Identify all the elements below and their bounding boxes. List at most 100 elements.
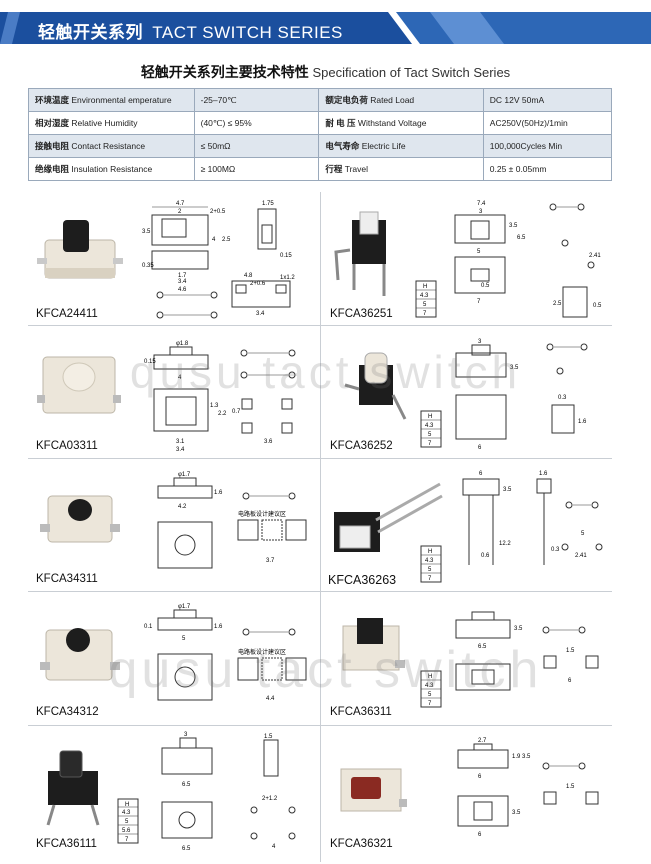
dim-label: 3.5	[522, 754, 531, 760]
product-photo	[342, 618, 405, 671]
spec-value: -25–70℃	[193, 88, 320, 112]
dim-label: 0.5	[593, 303, 602, 309]
h-table-cell: H	[428, 674, 432, 680]
drawing-kfca24411: 4.7 2 2+0.5 3.5 4 2.5 1.75 0.15 1.7 3.4 …	[142, 201, 295, 319]
drawing-kfca36111: 3 6.5 6.5 1.5 2+1.2 4	[161, 732, 296, 852]
h-table: H 4.3 5 5.6 7	[117, 798, 139, 844]
spec-value: 0.25 ± 0.05mm	[482, 157, 613, 181]
h-table-cell: H	[423, 284, 427, 290]
dim-label: 4	[212, 237, 216, 243]
spec-label: 耐 电 压 Withstand Voltage	[318, 111, 484, 135]
spec-label: 绝缘电阻 Insulation Resistance	[28, 157, 195, 181]
spec-value: (40℃) ≤ 95%	[193, 111, 320, 135]
product-model: KFCA03311	[36, 440, 98, 452]
h-table-cell: 5	[428, 692, 432, 698]
dim-label: 5	[581, 531, 585, 537]
product-photo	[40, 495, 120, 543]
dim-label: 4	[272, 844, 276, 850]
dim-label: 2.41	[575, 553, 587, 559]
product-model: KFCA36263	[328, 573, 397, 587]
h-table-cell: 5.6	[122, 828, 131, 834]
dim-label: 3.5	[142, 229, 151, 235]
dim-label: 4.4	[266, 696, 275, 702]
dim-label: 3.5	[512, 810, 521, 816]
dim-label: 3.4	[178, 279, 187, 285]
h-table-cell: 7	[428, 576, 432, 582]
h-table: H 4.3 5 7	[420, 545, 442, 583]
product-photo	[37, 356, 121, 414]
spec-table: 环境温度 Environmental emperature -25–70℃ 额定…	[28, 88, 613, 181]
dim-label: 电路板设计建议区	[238, 510, 286, 518]
dim-label: 3.7	[266, 558, 275, 564]
subtitle-en: Specification of Tact Switch Series	[312, 65, 511, 80]
product-model: KFCA36251	[330, 308, 393, 320]
h-table-cell: 4.3	[122, 810, 131, 816]
dim-label: 3.5	[503, 487, 512, 493]
drawing-kfca36321: 2.7 1.9 3.5 6 6 3.5 1.5	[457, 738, 599, 838]
h-table-cell: H	[428, 414, 432, 420]
grid-separator	[320, 192, 321, 862]
dim-label: 1.6	[539, 471, 548, 477]
dim-label: 0.15	[280, 253, 292, 259]
h-table-cell: 5	[125, 819, 129, 825]
dim-label: 4	[178, 375, 182, 381]
dim-label: 3.6	[264, 439, 273, 445]
subtitle-cn: 轻触开关系列主要技术特性	[140, 64, 309, 80]
drawing-kfca34312: φ1.7 0.1 1.6 5 电路板设计建议区 4.4	[144, 604, 307, 702]
dim-label: 0.3	[558, 395, 567, 401]
product-model: KFCA36252	[330, 440, 393, 452]
drawing-kfca36311: 3.5 6.5 1.5 6	[455, 611, 599, 691]
product-photo	[46, 750, 100, 826]
dim-label: 0.1	[144, 624, 153, 630]
drawing-kfca34311: φ1.7 1.6 4.2 电路板设计建议区 3.7	[157, 472, 307, 569]
dim-label: 0.6	[481, 553, 490, 559]
dim-label: 6	[568, 678, 572, 684]
dim-label: 1.7	[178, 273, 187, 279]
drawing-kfca36263: 6 3.5 0.6 12.2 1.6 5 2.41 0.3	[462, 471, 603, 565]
product-model: KFCA36111	[36, 838, 97, 850]
dim-label: 1.5	[566, 648, 575, 654]
product-photo	[344, 352, 407, 420]
dim-label: 6.5	[182, 782, 191, 788]
dim-label: 6	[478, 774, 482, 780]
banner-title-en: TACT SWITCH SERIES	[152, 23, 343, 42]
spec-value: ≥ 100MΩ	[193, 157, 320, 181]
dim-label: 0.15	[144, 359, 156, 365]
h-table-cell: 5	[428, 432, 432, 438]
h-table: H 4.3 5 7	[415, 280, 437, 318]
dim-label: 0.35	[142, 263, 154, 269]
dim-label: 5	[182, 636, 186, 642]
dim-label: 3	[184, 732, 188, 738]
dim-label: 4.8	[244, 273, 253, 279]
banner-title: 轻触开关系列 TACT SWITCH SERIES	[38, 18, 343, 43]
dim-label: 4.7	[176, 201, 185, 207]
dim-label: 7	[477, 299, 481, 305]
dim-label: φ1.8	[176, 341, 189, 347]
dim-label: 3.5	[514, 626, 523, 632]
product-model: KFCA24411	[36, 308, 98, 320]
header-banner	[0, 12, 651, 44]
product-photo	[37, 220, 123, 279]
dim-label: 4.2	[178, 504, 187, 510]
grid-separator	[28, 591, 612, 592]
dim-label: 3.4	[256, 311, 265, 317]
dim-label: 1.5	[264, 734, 273, 740]
h-table-cell: 7	[428, 701, 432, 707]
spec-value: DC 12V 50mA	[482, 88, 613, 112]
dim-label: 1.6	[578, 419, 587, 425]
dim-label: 6.5	[182, 846, 191, 852]
dim-label: 1.75	[262, 201, 274, 207]
h-table-cell: H	[125, 802, 129, 808]
dim-label: 12.2	[499, 541, 511, 547]
dim-label: 0.7	[232, 409, 241, 415]
dim-label: 1.6	[214, 490, 223, 496]
dim-label: 7.4	[477, 201, 486, 207]
spec-value: ≤ 50mΩ	[193, 134, 320, 158]
dim-label: 2.5	[222, 237, 231, 243]
table-row: 相对湿度 Relative Humidity (40℃) ≤ 95% 耐 电 压…	[28, 111, 613, 135]
spec-label: 环境温度 Environmental emperature	[28, 88, 195, 112]
dim-label: 5	[477, 249, 481, 255]
h-table-cell: 4.3	[425, 558, 434, 564]
table-row: 绝缘电阻 Insulation Resistance ≥ 100MΩ 行程 Tr…	[28, 157, 613, 181]
dim-label: 1.9	[512, 754, 521, 760]
